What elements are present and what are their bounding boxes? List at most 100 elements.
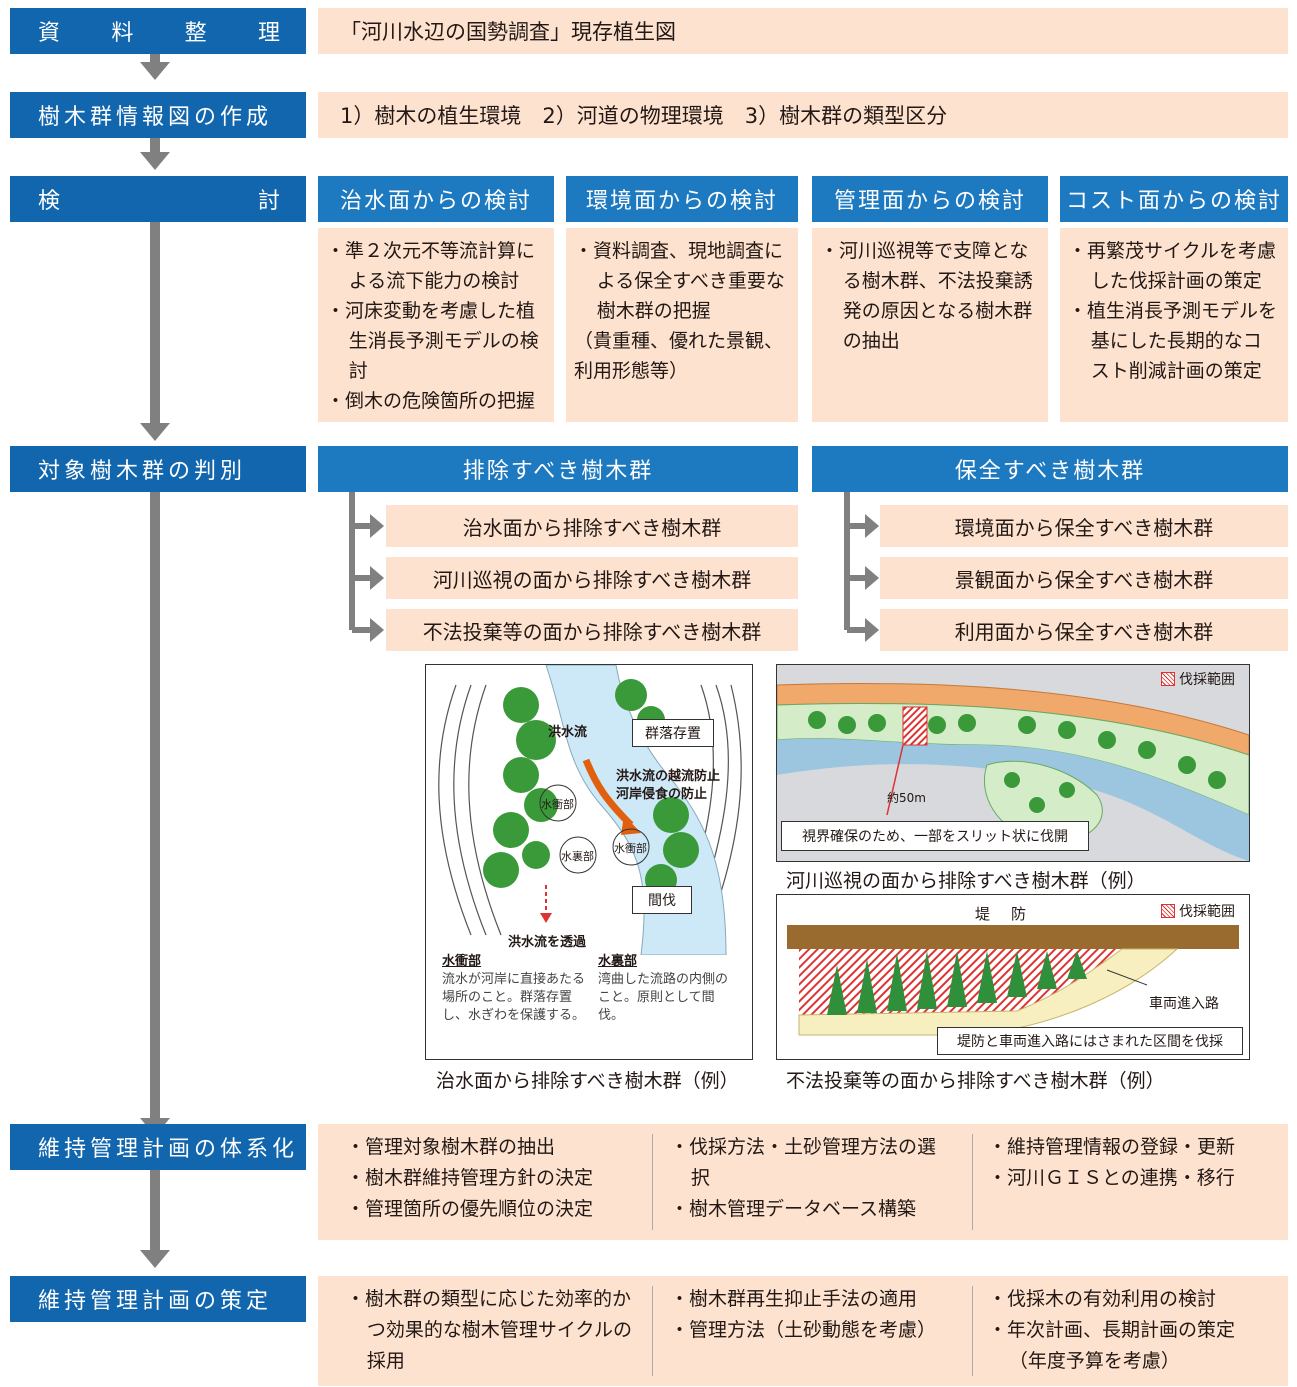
final-plan-divider (972, 1286, 973, 1376)
keep-item-landscape: 景観面から保全すべき樹木群 (880, 557, 1288, 599)
review-env-body: ・資料調査、現地調査による保全すべき重要な樹木群の把握 （貴重種、優れた景観、利… (566, 228, 798, 422)
list-item: ・準２次元不等流計算による流下能力の検討 (326, 240, 536, 292)
remove-item-dumping: 不法投棄等の面から排除すべき樹木群 (386, 609, 798, 651)
remove-header: 排除すべき樹木群 (318, 446, 798, 492)
list-item: ・河川巡視等で支障となる樹木群、不法投棄誘発の原因となる樹木群の抽出 (820, 240, 1033, 352)
patrol-legend: 伐採範囲 (1161, 669, 1235, 689)
list-item: ・伐採木の有効利用の検討 (988, 1288, 1217, 1310)
review-cost-header: コスト面からの検討 (1060, 176, 1288, 222)
step-data-arrangement: 資 料 整 理 (10, 8, 306, 54)
flow-arrowhead-5 (140, 1250, 170, 1268)
step-map-creation: 樹木群情報図の作成 (10, 92, 306, 138)
caption-flood-example: 治水面から排除すべき樹木群（例） (436, 1070, 739, 1092)
patrol-callout: 視界確保のため、一部をスリット状に伐開 (781, 821, 1089, 851)
patrol-legend-text: 伐採範囲 (1179, 672, 1235, 688)
step2-content-text: 1）樹木の植生環境 2）河道の物理環境 3）樹木群の類型区分 (340, 104, 948, 128)
list-item: ・管理対象樹木群の抽出 (346, 1136, 556, 1158)
flow-line-1 (150, 44, 160, 64)
label-erosion: 河岸侵食の防止 (616, 787, 708, 802)
review-cost-body: ・再繁茂サイクルを考慮した伐採計画の策定 ・植生消長予測モデルを基にした長期的な… (1060, 228, 1288, 422)
system-plan-col-2: ・伐採方法・土砂管理方法の選択 ・樹木管理データベース構築 (670, 1124, 950, 1225)
dumping-callout: 堤防と車両進入路にはさまれた区間を伐採 (937, 1027, 1243, 1055)
step1-content: 「河川水辺の国勢調査」現存植生図 (318, 8, 1288, 54)
review-mgmt-body: ・河川巡視等で支障となる樹木群、不法投棄誘発の原因となる樹木群の抽出 (812, 228, 1048, 422)
list-item: ・管理箇所の優先順位の決定 (346, 1198, 594, 1220)
flow-arrowhead-1 (140, 62, 170, 80)
step1-char: 料 (111, 21, 134, 46)
list-item: （年度予算を考慮） (1008, 1350, 1180, 1372)
list-item: ・伐採方法・土砂管理方法の選択 (670, 1136, 937, 1189)
list-item: ・植生消長予測モデルを基にした長期的なコスト削減計画の策定 (1068, 300, 1278, 382)
label-inner: 水裏部 (561, 850, 594, 863)
final-plan-col-3: ・伐採木の有効利用の検討 ・年次計画、長期計画の策定 （年度予算を考慮） (988, 1276, 1278, 1377)
review-mgmt-header: 管理面からの検討 (812, 176, 1048, 222)
step1-char: 理 (257, 21, 280, 46)
keep-header: 保全すべき樹木群 (812, 446, 1288, 492)
final-plan-col-2: ・樹木群再生抑止手法の適用 ・管理方法（土砂動態を考慮） (670, 1276, 950, 1346)
remove-branch-connector (349, 492, 384, 642)
remove-item-patrol: 河川巡視の面から排除すべき樹木群 (386, 557, 798, 599)
label-prevent: 洪水流の越流防止 (616, 769, 721, 784)
caption-patrol-example: 河川巡視の面から排除すべき樹木群（例） (786, 870, 1146, 892)
list-item: ・樹木群再生抑止手法の適用 (670, 1288, 918, 1310)
flow-line-5 (150, 1166, 160, 1252)
label-permeate: 洪水流を透過 (508, 935, 587, 950)
list-item: ・樹木管理データベース構築 (670, 1198, 917, 1220)
dumping-legend: 伐採範囲 (1161, 901, 1235, 921)
label-colony: 群落存置 (632, 719, 714, 747)
final-plan-col-1: ・樹木群の類型に応じた効率的かつ効果的な樹木管理サイクルの採用 (346, 1276, 636, 1377)
list-item: ・倒木の危険箇所の把握 (326, 390, 536, 412)
road-label: 車両進入路 (1149, 996, 1219, 1012)
keep-item-env: 環境面から保全すべき樹木群 (880, 505, 1288, 547)
cut-range-legend-icon (1161, 672, 1175, 686)
system-plan-divider (652, 1134, 653, 1230)
step2-content: 1）樹木の植生環境 2）河道の物理環境 3）樹木群の類型区分 (318, 92, 1288, 138)
note-inner-title: 水裏部 (598, 954, 638, 969)
system-plan-col-1: ・管理対象樹木群の抽出 ・樹木群維持管理方針の決定 ・管理箇所の優先順位の決定 (346, 1124, 646, 1225)
note-attack-text: 流水が河岸に直接あたる場所のこと。群落存置し、水ぎわを保護する。 (442, 972, 586, 1023)
label-attack1: 水衝部 (541, 798, 574, 811)
step5-label: 維持管理計画の体系化 (38, 1137, 299, 1162)
dumping-levee-illustration (787, 925, 1239, 1036)
step3-char: 検 (38, 189, 61, 214)
dumping-legend-text: 伐採範囲 (1179, 904, 1235, 920)
step1-char: 資 (38, 21, 61, 46)
review-flood-header: 治水面からの検討 (318, 176, 554, 222)
list-item: ・河床変動を考慮した植生消長予測モデルの検討 (326, 300, 539, 382)
cut-range-legend-icon (1161, 904, 1175, 918)
final-plan-divider (652, 1286, 653, 1376)
flow-arrowhead-3 (140, 423, 170, 441)
note-inner: 水裏部 湾曲した流路の内側のこと。原則として間伐。 (598, 953, 738, 1025)
label-thinning: 間伐 (632, 886, 692, 914)
list-item: ・管理方法（土砂動態を考慮） (670, 1319, 937, 1341)
figure-dumping-example: 伐採範囲 堤 防 車両進入路 堤防と車両進入路にはさまれた区間を伐採 (776, 894, 1250, 1060)
final-plan-box: ・樹木群の類型に応じた効率的かつ効果的な樹木管理サイクルの採用 ・樹木群再生抑止… (318, 1276, 1288, 1386)
caption-dumping-example: 不法投棄等の面から排除すべき樹木群（例） (786, 1070, 1165, 1092)
note-attack-title: 水衝部 (442, 954, 482, 969)
flow-line-2 (150, 134, 160, 154)
step1-content-text: 「河川水辺の国勢調査」現存植生図 (340, 20, 676, 44)
list-item: ・年次計画、長期計画の策定 (988, 1319, 1236, 1341)
review-cost-column: コスト面からの検討 ・再繁茂サイクルを考慮した伐採計画の策定 ・植生消長予測モデ… (1060, 176, 1288, 422)
list-item: ・維持管理情報の登録・更新 (988, 1136, 1236, 1158)
step4-label: 対象樹木群の判別 (38, 459, 247, 484)
step2-label: 樹木群情報図の作成 (38, 105, 273, 130)
review-flood-body: ・準２次元不等流計算による流下能力の検討 ・河床変動を考慮した植生消長予測モデル… (318, 228, 554, 422)
system-plan-divider (972, 1134, 973, 1230)
note-attack: 水衝部 流水が河岸に直接あたる場所のこと。群落存置し、水ぎわを保護する。 (442, 953, 592, 1025)
list-item: ・再繁茂サイクルを考慮した伐採計画の策定 (1068, 240, 1277, 292)
step6-label: 維持管理計画の策定 (38, 1289, 273, 1314)
flow-line-3 (150, 220, 160, 425)
flow-arrowhead-2 (140, 152, 170, 170)
note-inner-text: 湾曲した流路の内側のこと。原則として間伐。 (598, 972, 729, 1023)
step3-char: 討 (257, 189, 280, 214)
list-item: ・資料調査、現地調査による保全すべき重要な樹木群の把握 (574, 240, 785, 322)
list-item: ・樹木群維持管理方針の決定 (346, 1167, 594, 1189)
list-item: ・河川ＧＩＳとの連携・移行 (988, 1167, 1235, 1189)
list-item: （貴重種、優れた景観、利用形態等） (574, 330, 784, 382)
levee-char: 防 (1011, 905, 1027, 923)
step-systematize: 維持管理計画の体系化 (10, 1124, 306, 1170)
step1-char: 整 (184, 21, 207, 46)
figure-patrol-example: 伐採範囲 約50m 視界確保のため、一部をスリット状に伐開 (776, 664, 1250, 862)
label-attack2: 水衝部 (614, 842, 647, 855)
